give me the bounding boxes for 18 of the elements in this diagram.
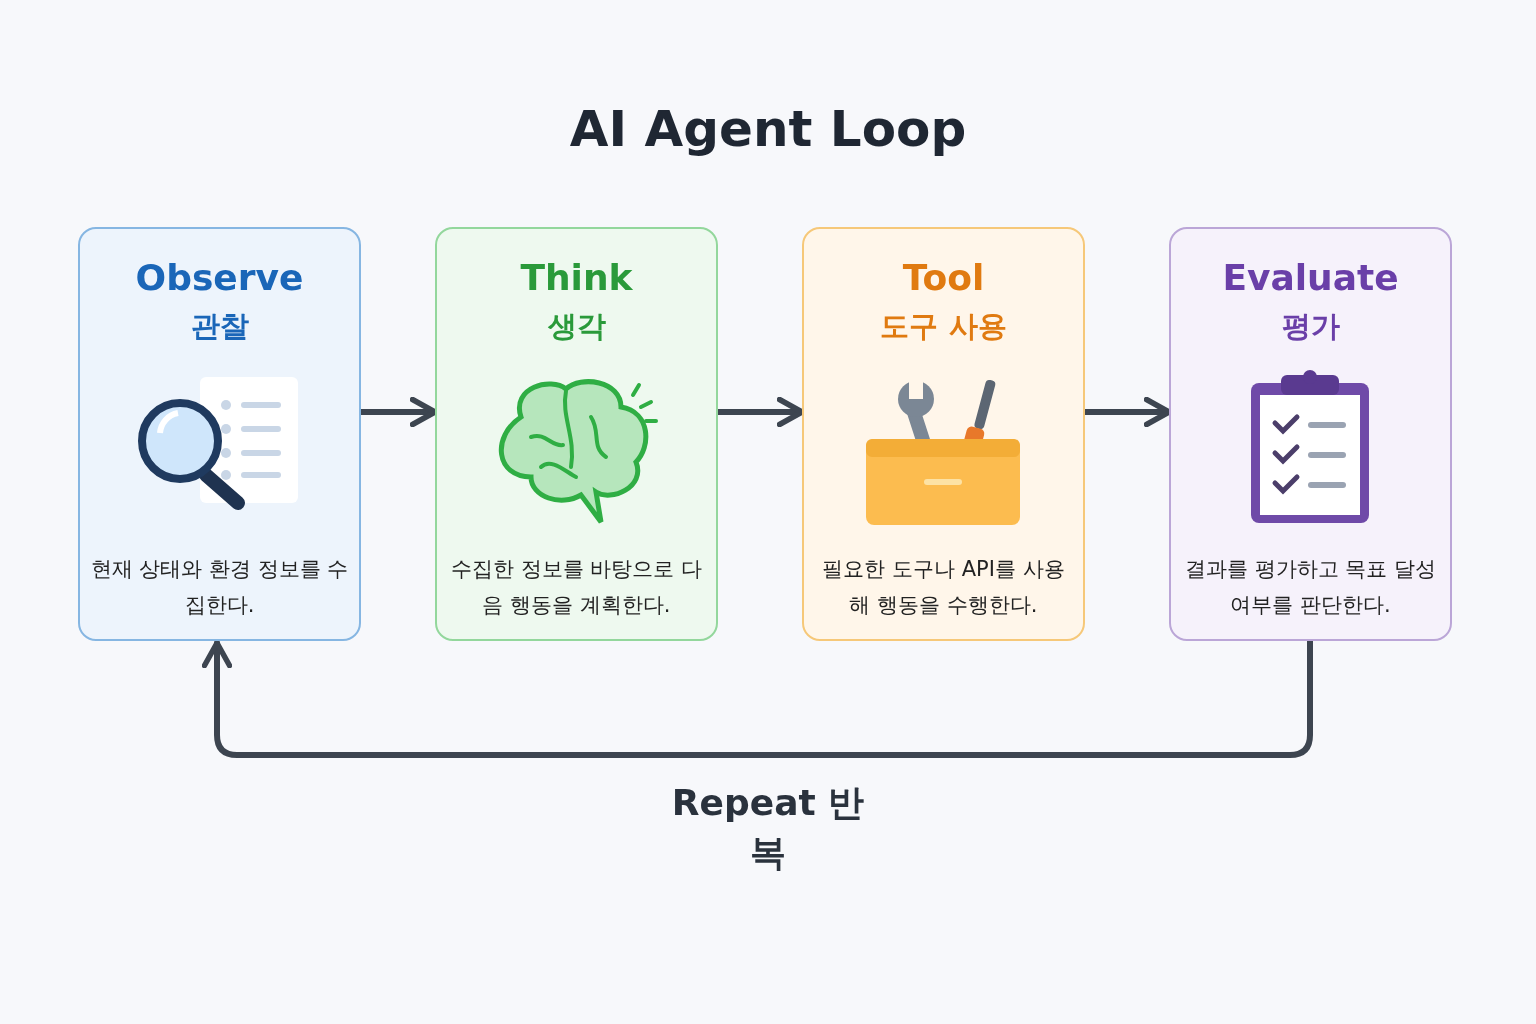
step-description: 결과를 평가하고 목표 달성 여부를 판단한다. xyxy=(1184,556,1437,619)
step-title: Evaluate xyxy=(1221,257,1400,298)
step-subtitle: 관찰 xyxy=(189,308,250,345)
step-subtitle: 도구 사용 xyxy=(879,308,1008,345)
arrow xyxy=(201,638,1313,758)
step-card xyxy=(1169,227,1452,641)
step-title: Observe xyxy=(134,257,305,298)
diagram-title: AI Agent Loop xyxy=(568,100,968,158)
step-description: 필요한 도구나 API를 사용해 행동을 수행한다. xyxy=(821,556,1066,619)
step-card xyxy=(435,227,718,641)
step-card xyxy=(802,227,1085,641)
step-description: 현재 상태와 환경 정보를 수집한다. xyxy=(90,556,349,619)
step-subtitle: 생각 xyxy=(546,308,607,345)
step-subtitle: 평가 xyxy=(1280,308,1341,345)
step-title: Tool xyxy=(901,257,986,298)
step-description: 수집한 정보를 바탕으로 다음 행동을 계획한다. xyxy=(450,556,703,619)
step-card xyxy=(78,227,361,641)
step-title: Think xyxy=(519,257,634,298)
